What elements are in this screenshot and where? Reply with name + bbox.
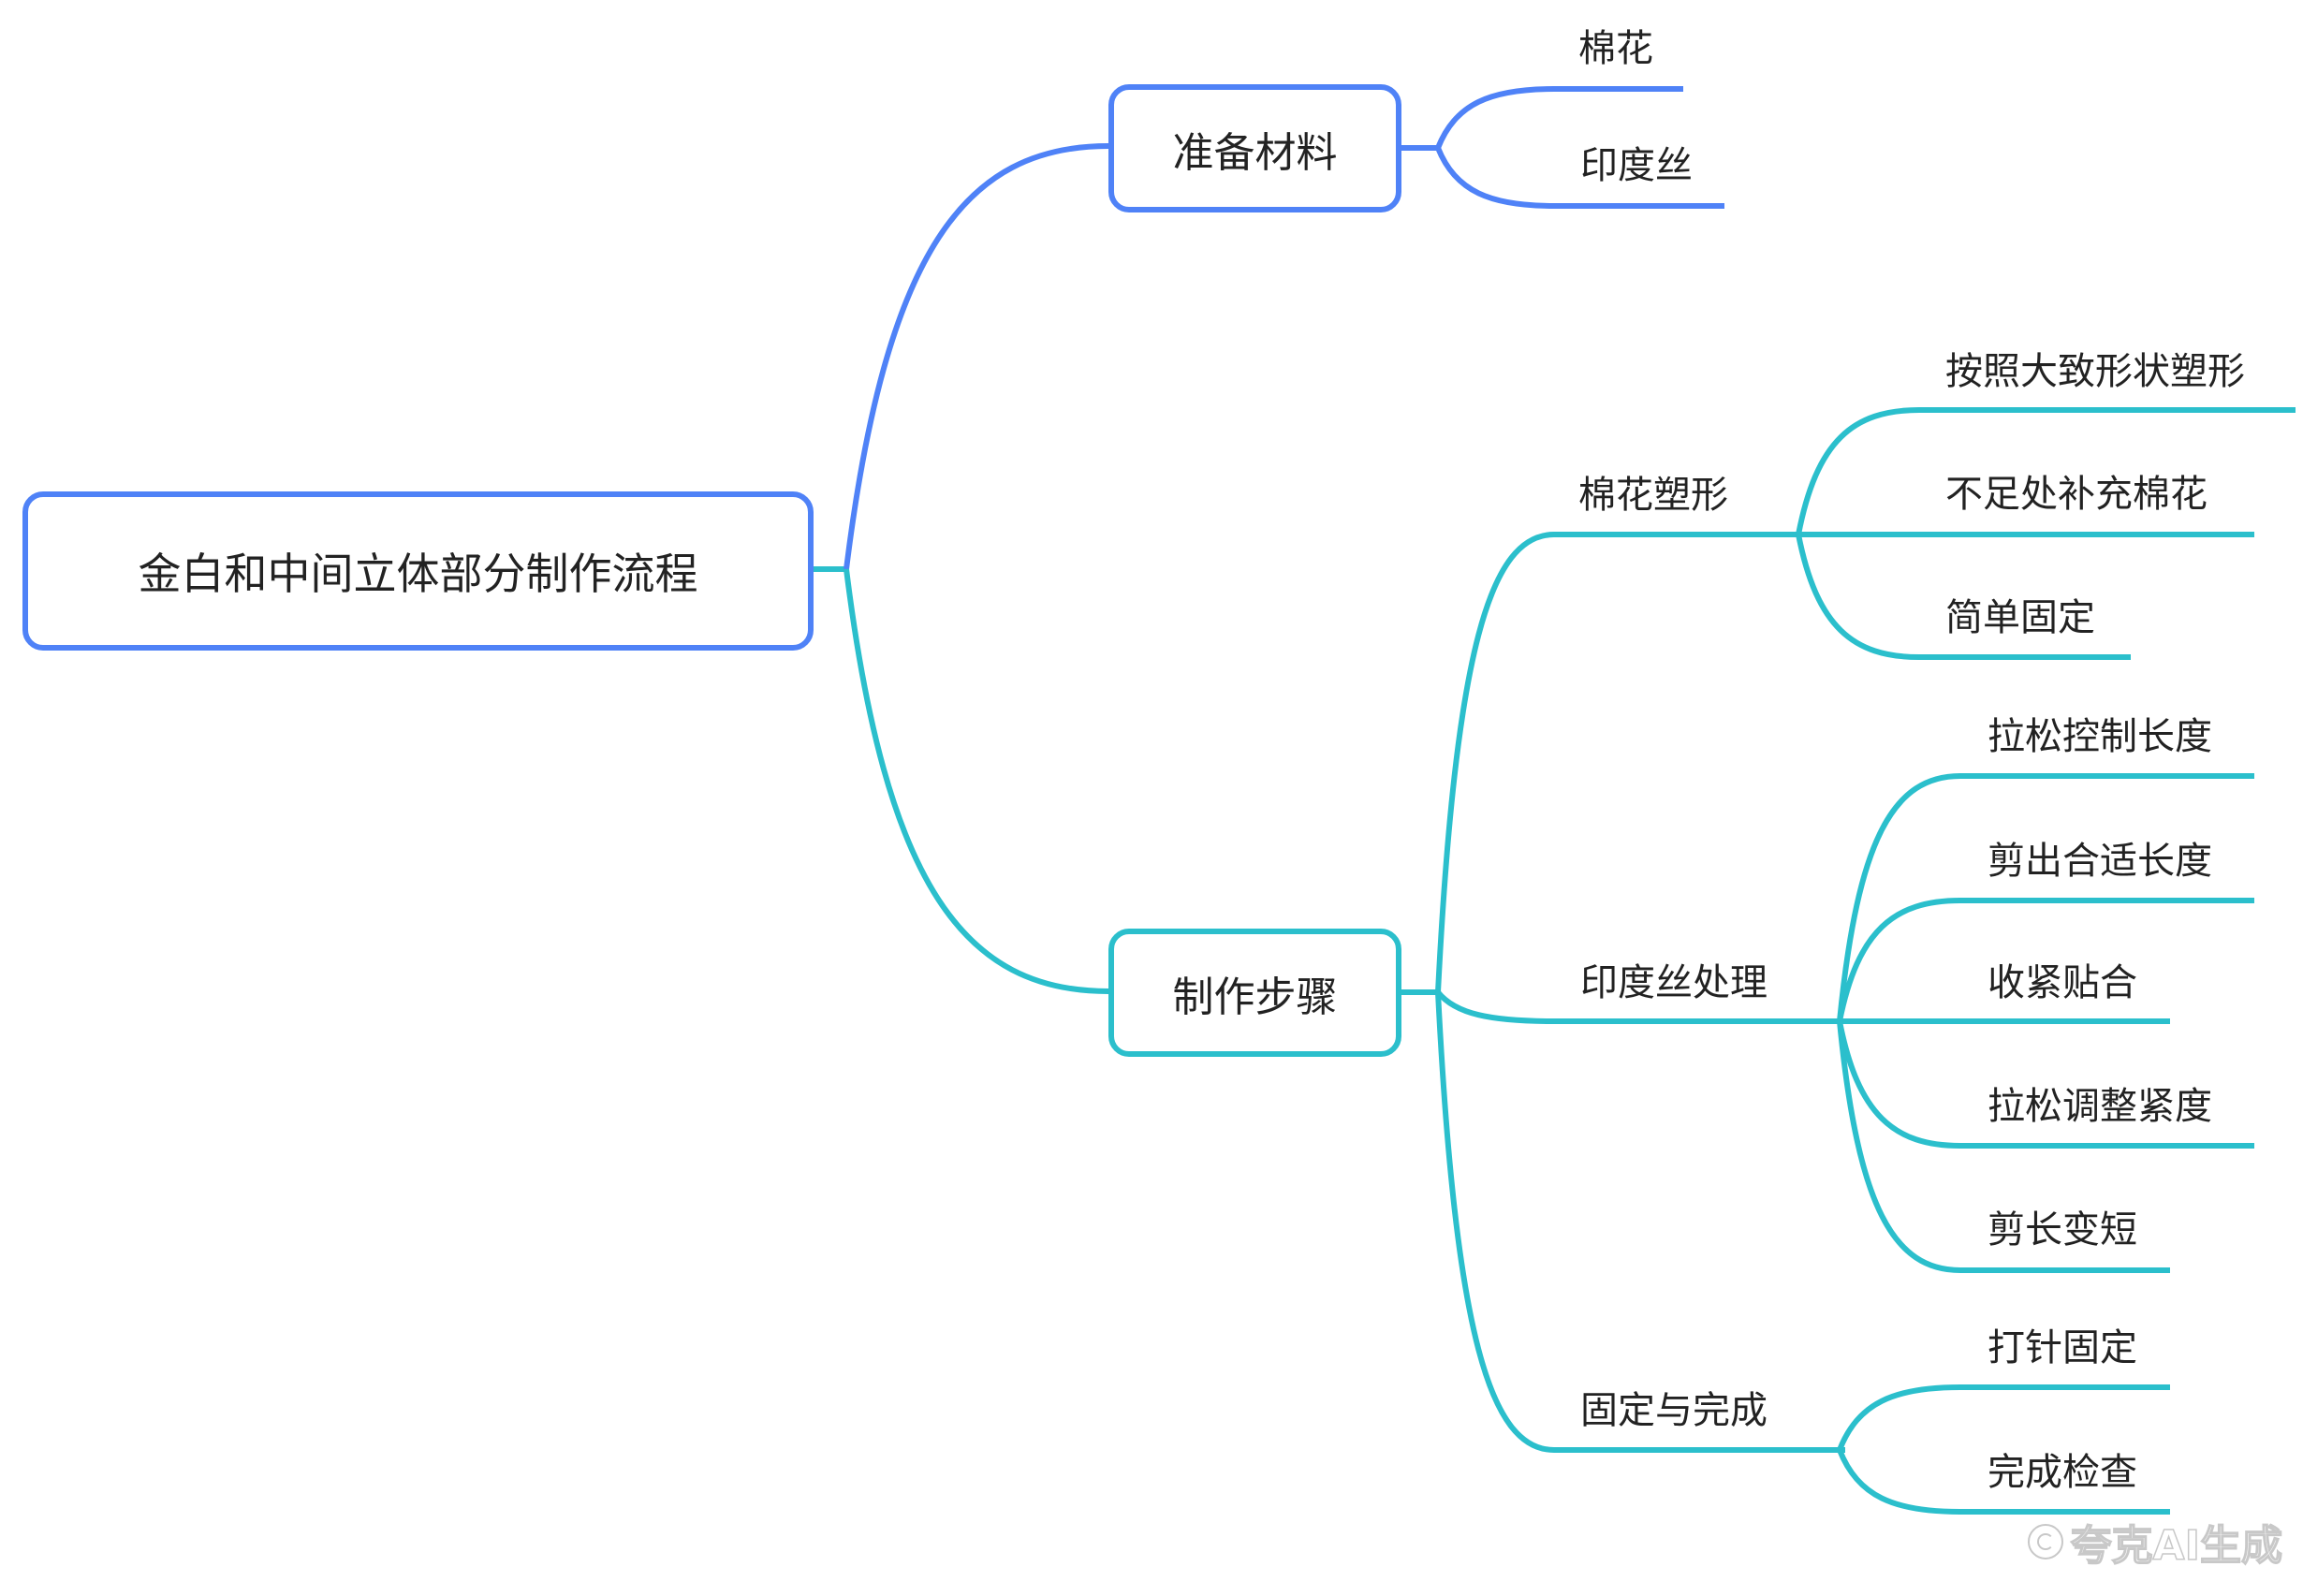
branch-node-label: 制作步骤 [1172,973,1338,1021]
connector-fix-and-finish [1435,991,1845,1453]
leaf-cut-proper-length[interactable]: 剪出合适长度 [1988,840,2212,883]
topic-cotton[interactable]: 棉花 [1578,27,1653,70]
leaf-cut-shorten[interactable]: 剪长变短 [1988,1208,2137,1252]
leaf-tighten-fit[interactable]: 收紧贴合 [1988,961,2137,1004]
watermark-text: 夸克AI生成 [2070,1521,2283,1571]
connector-leaf [1796,534,2131,660]
topic-cotton-shaping[interactable]: 棉花塑形 [1578,474,1728,517]
leaf-loosen-control-length[interactable]: 拉松控制长度 [1988,715,2212,758]
leaf-pin-fix[interactable]: 打针固定 [1988,1326,2137,1369]
connector-leaf [1796,407,2296,535]
connector-leaf [1837,1384,2170,1452]
connector-indian-silk [1435,146,1724,209]
quark-logo-icon [2027,1524,2063,1559]
connector-root-to-steps [843,568,1109,994]
connector-cotton [1435,86,1683,150]
leaf-loosen-adjust-tightness[interactable]: 拉松调整紧度 [1988,1085,2212,1128]
leaf-add-cotton[interactable]: 不足处补充棉花 [1945,473,2208,516]
topic-silk-processing[interactable]: 印度丝处理 [1580,961,1768,1004]
topic-fix-and-finish[interactable]: 固定与完成 [1580,1389,1768,1432]
connector-silk-processing [1435,990,1845,1024]
connector-leaf [1837,1448,2170,1515]
connector-leaf [1837,773,2254,1022]
branch-node-prepare-materials[interactable]: 准备材料 [1108,84,1401,212]
connector-cotton-shaping [1435,532,1804,993]
watermark: 夸克AI生成 [2027,1512,2283,1572]
connector-leaf [1837,1020,2254,1149]
connector-leaf [1837,898,2254,1022]
root-node[interactable]: 金白和中间立体部分制作流程 [22,491,814,651]
leaf-simple-fix[interactable]: 简单固定 [1945,596,2095,639]
connector-root-to-prepare [843,143,1109,570]
root-node-label: 金白和中间立体部分制作流程 [138,549,698,599]
leaf-shape-roughly[interactable]: 按照大致形状塑形 [1945,350,2245,393]
branch-node-label: 准备材料 [1172,128,1338,177]
topic-indian-silk[interactable]: 印度丝 [1580,144,1693,187]
branch-node-production-steps[interactable]: 制作步骤 [1108,929,1401,1057]
leaf-final-check[interactable]: 完成检查 [1988,1451,2137,1494]
connector-leaf [1837,1020,2170,1273]
